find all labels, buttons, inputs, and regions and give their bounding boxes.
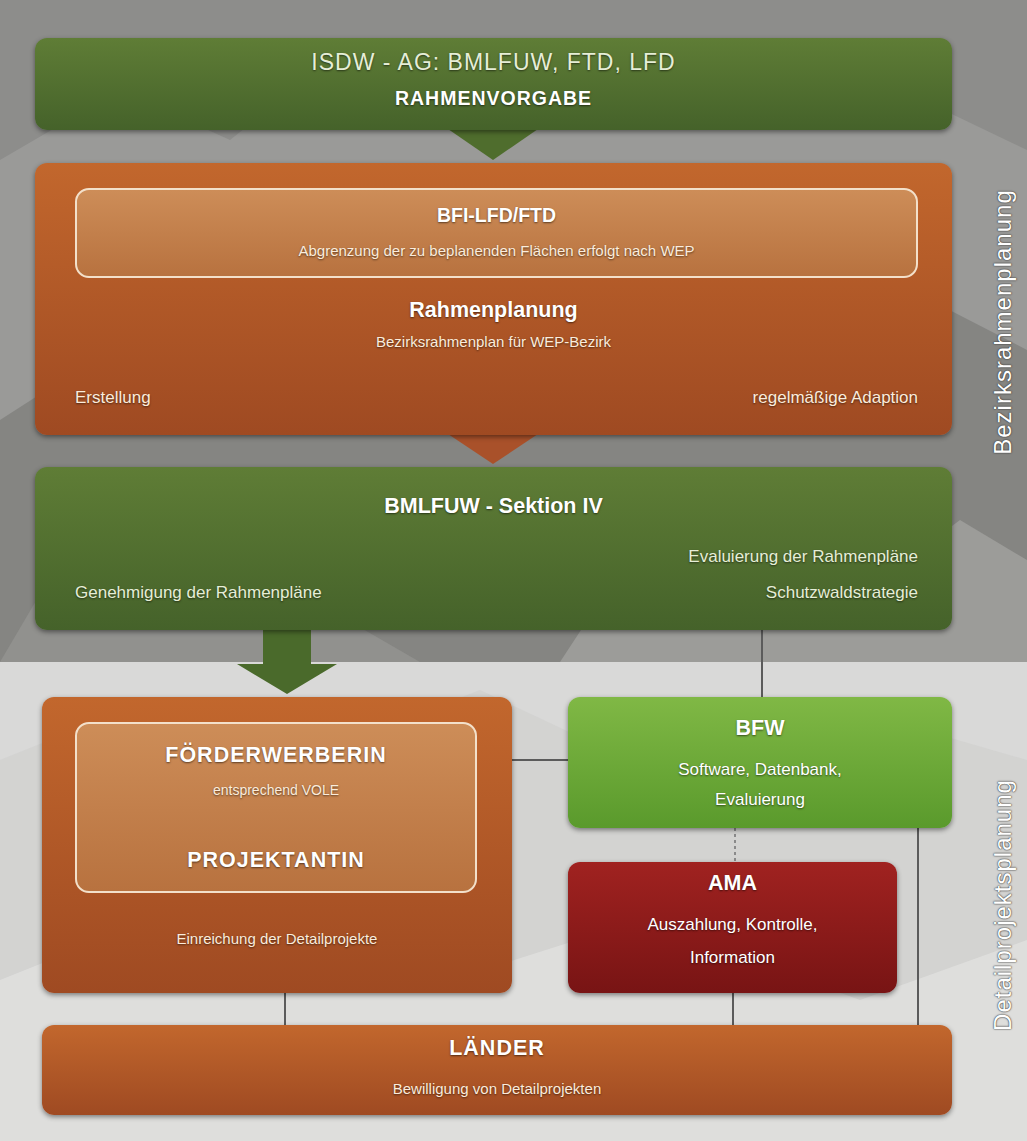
node-heading: AMA bbox=[568, 871, 897, 897]
block-arrow bbox=[237, 629, 337, 694]
pointer-arrow bbox=[448, 129, 538, 160]
ministry-box: BMLFUW - Sektion IV Evaluierung der Rahme… bbox=[35, 467, 952, 630]
node-text: entsprechend VOLE bbox=[77, 782, 475, 799]
node-heading: LÄNDER bbox=[42, 1036, 952, 1062]
section-label: Bezirksrahmenplanung bbox=[989, 189, 1017, 454]
node-text: Auszahlung, Kontrolle, Information bbox=[618, 908, 848, 974]
upper-ground bbox=[0, 0, 1027, 662]
node-text: PROJEKTANTIN bbox=[77, 848, 475, 874]
node-text: Bezirksrahmenplan für WEP-Bezirk bbox=[35, 333, 952, 351]
node-heading: FÖRDERWERBERIN bbox=[77, 743, 475, 769]
node-text: Genehmigung der Rahmenpläne bbox=[75, 583, 322, 603]
node-text: Erstellung bbox=[75, 388, 151, 408]
connector-line bbox=[761, 630, 763, 697]
frame-band: ISDW - AG: BMLFUW, FTD, LFD RAHMENVORGABE bbox=[35, 38, 952, 130]
node-heading: Rahmenplanung bbox=[35, 298, 952, 324]
lower-ground bbox=[0, 662, 1027, 1141]
section-label: Detailprojektsplanung bbox=[989, 779, 1017, 1031]
connector-line bbox=[512, 759, 568, 761]
planning-box: BFI-LFD/FTD Abgrenzung der zu beplanenden… bbox=[35, 163, 952, 435]
mountain-texture bbox=[0, 690, 1027, 1141]
connector-line bbox=[917, 828, 919, 1025]
applicant-box: FÖRDERWERBERIN entsprechend VOLE PROJEKTAN… bbox=[42, 697, 512, 993]
node-text: Evaluierung der Rahmenpläne bbox=[688, 547, 918, 567]
connector-line bbox=[284, 993, 286, 1025]
pointer-arrow bbox=[448, 434, 538, 464]
node-heading: Einreichung der Detailprojekte bbox=[42, 930, 512, 948]
node-text: Schutzwaldstrategie bbox=[766, 583, 918, 603]
connector-line bbox=[734, 828, 736, 862]
connector-line bbox=[732, 993, 734, 1025]
node-heading: BFI-LFD/FTD bbox=[77, 204, 916, 227]
laender-box: LÄNDER Bewilligung von Detailprojekten bbox=[42, 1025, 952, 1115]
mountain-texture bbox=[0, 40, 1027, 662]
node-text: RAHMENVORGABE bbox=[35, 87, 952, 110]
node-text: regelmäßige Adaption bbox=[753, 388, 918, 408]
bfw-box: BFW Software, Datenbank, Evaluierung bbox=[568, 697, 952, 828]
node-text: Software, Datenbank, Evaluierung bbox=[645, 755, 875, 815]
ama-box: AMA Auszahlung, Kontrolle, Information bbox=[568, 862, 897, 993]
inner-box: FÖRDERWERBERIN entsprechend VOLE PROJEKTAN… bbox=[75, 722, 477, 893]
node-text: Bewilligung von Detailprojekten bbox=[42, 1080, 952, 1098]
node-heading: BMLFUW - Sektion IV bbox=[35, 494, 952, 520]
node-text: Abgrenzung der zu beplanenden Flächen er… bbox=[77, 242, 916, 260]
node-heading: ISDW - AG: BMLFUW, FTD, LFD bbox=[35, 49, 952, 77]
node-heading: BFW bbox=[568, 716, 952, 742]
inner-box: BFI-LFD/FTD Abgrenzung der zu beplanenden… bbox=[75, 188, 918, 278]
